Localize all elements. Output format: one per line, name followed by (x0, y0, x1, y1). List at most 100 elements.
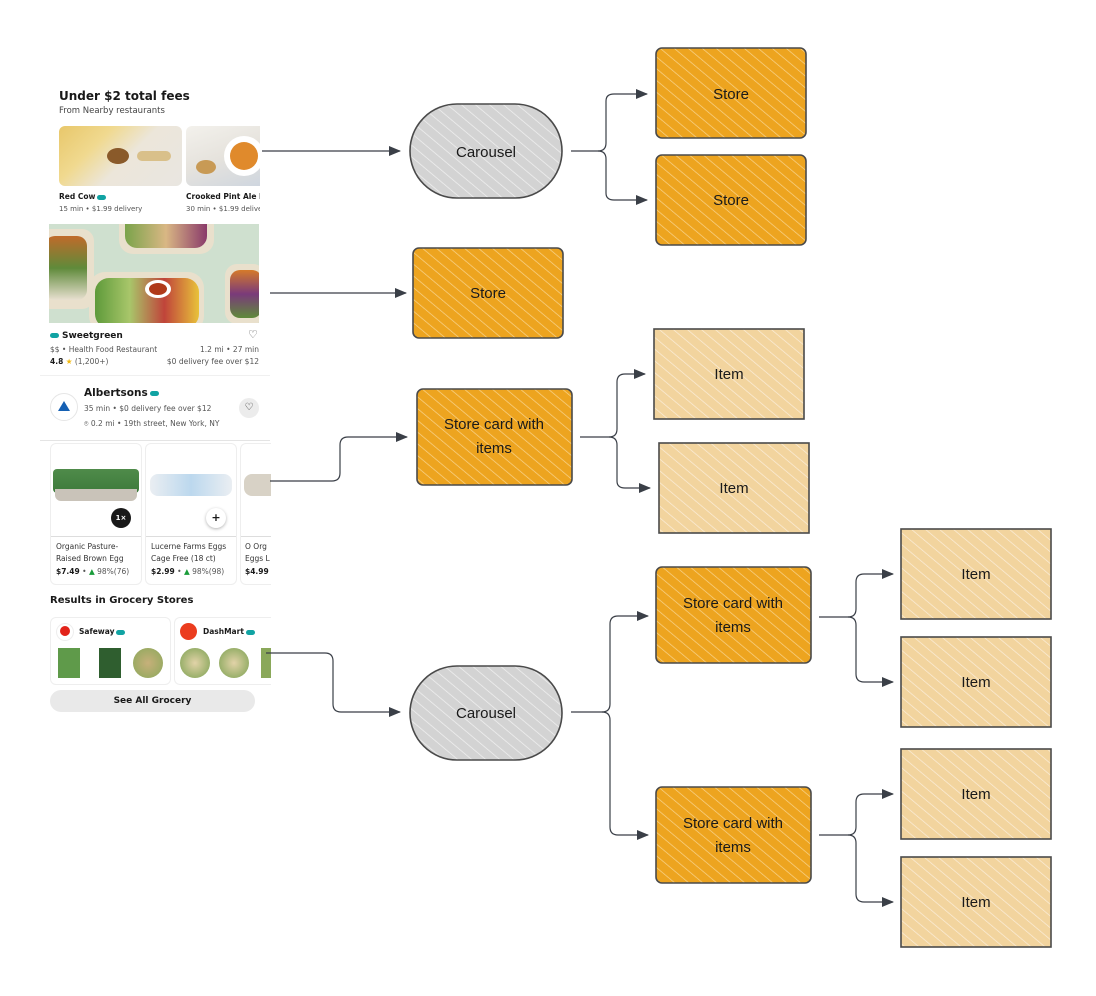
edge-storecard-to-item (580, 369, 646, 438)
item-card[interactable]: O Org Eggs L $4.99 (240, 443, 271, 585)
thumbs-up-icon: ▲ (88, 567, 95, 576)
dashpass-icon (149, 390, 159, 396)
safeway-logo (56, 623, 74, 641)
edge-storecard-to-node (270, 432, 408, 482)
item-node (900, 528, 1052, 620)
store-node (655, 154, 807, 246)
node-label: Item (961, 894, 990, 911)
product-thumb (58, 648, 80, 678)
thumbs-up-icon: ▲ (183, 567, 190, 576)
dashpass-icon (97, 194, 107, 200)
grocery-store-card[interactable]: Safeway (50, 617, 171, 685)
dashpass-icon (50, 333, 59, 338)
section-title: Under $2 total fees (59, 89, 190, 103)
node-label: Carousel (456, 705, 516, 722)
store-meta: 15 min • $1.99 delivery (59, 205, 143, 213)
store-card-node (416, 388, 573, 486)
store-name[interactable]: Crooked Pint Ale Ho (186, 192, 260, 201)
star-icon: ★ (65, 357, 73, 366)
store-card-line2: ⌾ 0.2 mi • 19th street, New York, NY (84, 419, 220, 428)
item-price: $4.99 (245, 567, 269, 576)
see-all-grocery-button[interactable]: See All Grocery (50, 690, 255, 712)
store-meta: 30 min • $1.99 delive (186, 205, 260, 213)
item-node (653, 328, 805, 420)
product-thumb (261, 648, 271, 678)
node-label: Store card with (444, 416, 544, 433)
edge-carousel-to-storecard (601, 711, 649, 840)
edge-carousel-to-storecard (571, 611, 649, 713)
carousel-node (409, 103, 563, 199)
favorite-heart-icon[interactable]: ♡ (248, 328, 258, 341)
divider (241, 536, 271, 537)
store-image-crooked-pint[interactable] (186, 126, 260, 186)
node-label: items (476, 440, 512, 457)
item-card[interactable]: 1× Organic Pasture- Raised Brown Egg $7.… (50, 443, 142, 585)
location-pin-icon: ⌾ (84, 419, 89, 428)
store-name[interactable]: Red Cow (59, 192, 107, 201)
node-label: Store card with (683, 815, 783, 832)
node-label: items (715, 839, 751, 856)
grocery-store-name: Safeway (79, 627, 126, 636)
item-image (244, 474, 271, 496)
featured-store-name[interactable]: Sweetgreen (50, 331, 123, 341)
divider (51, 536, 141, 537)
edge-storecard-to-item (847, 616, 894, 687)
product-thumb (219, 648, 249, 678)
item-title-line2: Eggs L (245, 554, 270, 563)
node-label: Carousel (456, 144, 516, 161)
store-card-name[interactable]: Albertsons (84, 387, 159, 399)
store-card-line1: 35 min • $0 delivery fee over $12 (84, 404, 212, 413)
item-title-line2: Cage Free (18 ct) (151, 554, 216, 563)
app-screen: Under $2 total fees From Nearby restaura… (40, 80, 271, 720)
edge-storecard-to-item (608, 436, 651, 493)
divider (40, 440, 270, 441)
edge-storecard-to-item (819, 569, 894, 618)
grocery-section-title: Results in Grocery Stores (50, 595, 194, 606)
edge-carousel-to-store (571, 89, 648, 152)
store-image-red-cow[interactable] (59, 126, 182, 186)
carousel-node (409, 665, 563, 761)
item-card[interactable]: + Lucerne Farms Eggs Cage Free (18 ct) $… (145, 443, 237, 585)
divider (40, 375, 270, 376)
node-label: Store (713, 86, 749, 103)
dashpass-icon (245, 629, 255, 635)
section-subtitle: From Nearby restaurants (59, 106, 165, 116)
edge-grocery-to-carousel (266, 652, 401, 717)
edge-storecard-to-item (847, 834, 894, 907)
node-label: Item (714, 366, 743, 383)
node-label: Store card with (683, 595, 783, 612)
item-title-line1: Lucerne Farms Eggs (151, 542, 227, 551)
edge-storecard-to-item (819, 789, 894, 836)
featured-store-distance: 1.2 mi • 27 min (200, 345, 259, 354)
node-label: Item (961, 786, 990, 803)
store-node (412, 247, 564, 339)
albertsons-logo (50, 393, 78, 421)
item-node (900, 856, 1052, 948)
quantity-badge[interactable]: 1× (111, 508, 131, 528)
edge-carousel-to-store (597, 150, 648, 205)
featured-store-image[interactable] (49, 224, 259, 323)
product-thumb (99, 648, 121, 678)
dashpass-icon (116, 629, 126, 635)
node-label: Item (719, 480, 748, 497)
heart-icon: ♡ (244, 402, 254, 413)
item-node (900, 748, 1052, 840)
divider (146, 536, 236, 537)
node-label: Store (713, 192, 749, 209)
item-node (658, 442, 810, 534)
grocery-store-card[interactable]: DashMart (174, 617, 271, 685)
node-label: Item (961, 674, 990, 691)
add-button[interactable]: + (206, 508, 226, 528)
product-thumb (180, 648, 210, 678)
store-card-node (655, 566, 812, 664)
store-node (655, 47, 807, 139)
item-price-rating: $7.49 • ▲ 98%(76) (56, 567, 130, 576)
store-card-node (655, 786, 812, 884)
item-node (900, 636, 1052, 728)
featured-store-fee: $0 delivery fee over $12 (166, 357, 259, 366)
item-price-rating: $2.99 • ▲ 98%(98) (151, 567, 225, 576)
store-card-favorite-button[interactable]: ♡ (239, 398, 259, 418)
featured-store-rating: 4.8 ★ (1,200+) (50, 357, 109, 366)
grocery-store-name: DashMart (203, 627, 255, 636)
